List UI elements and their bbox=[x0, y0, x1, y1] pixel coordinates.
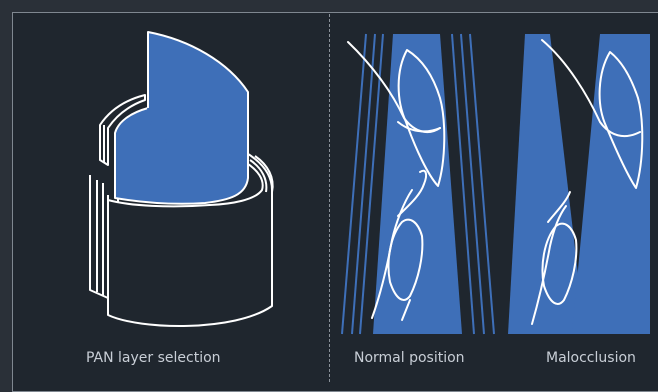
tooth-malocclusion-icon bbox=[508, 34, 650, 334]
caption-malocclusion: Malocclusion bbox=[546, 350, 636, 366]
pan-layer-cylinder-icon bbox=[90, 32, 273, 326]
tooth-normal-position-icon bbox=[342, 34, 494, 334]
illustration-layer bbox=[0, 0, 658, 381]
figure-stage: PAN layer selection Normal position Malo… bbox=[0, 0, 658, 381]
caption-normal-position: Normal position bbox=[354, 350, 465, 366]
caption-pan-layer-selection: PAN layer selection bbox=[86, 350, 221, 366]
